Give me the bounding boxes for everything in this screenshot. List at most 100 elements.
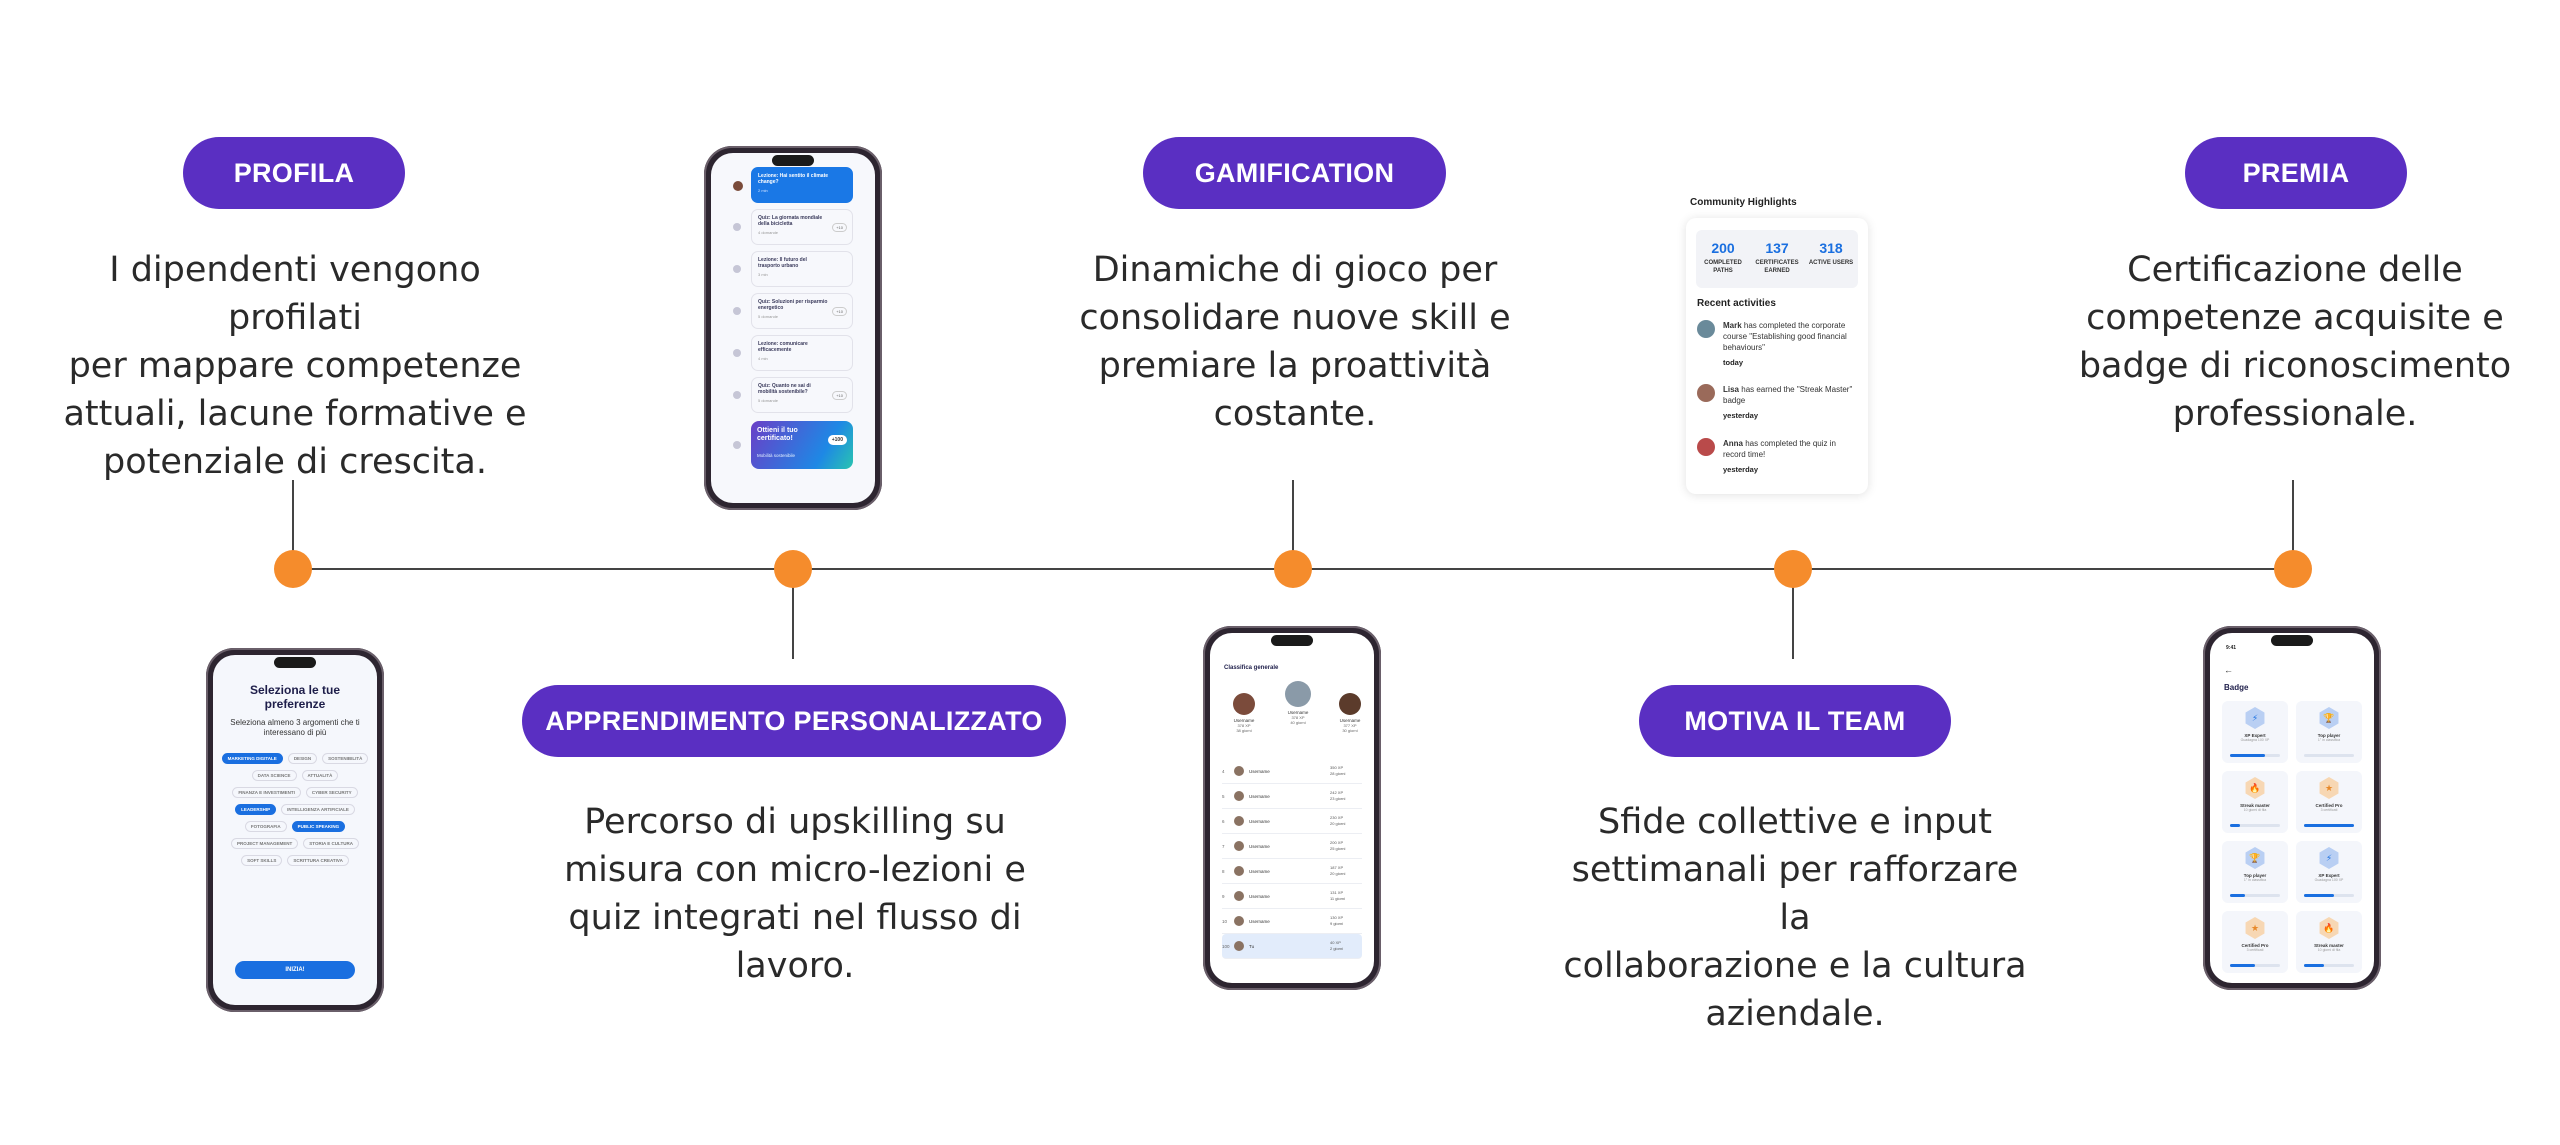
preferences-subtitle: Seleziona almeno 3 argomenti che ti inte… (230, 718, 360, 737)
preference-chip[interactable]: SOFT SKILLS (241, 855, 283, 866)
step-premia-label: PREMIA (2185, 137, 2407, 209)
podium-days: 30 giorni (1342, 728, 1358, 733)
lesson-title: Quiz: Quanto ne sai di mobilità sostenib… (758, 383, 811, 395)
preference-chip[interactable]: LEADERSHIP (235, 804, 277, 815)
preference-chip[interactable]: DESIGN (287, 753, 318, 764)
start-button[interactable]: INIZIA! (235, 961, 355, 979)
row-username: Username (1249, 918, 1270, 924)
lesson-item[interactable]: Lezione: Hai sentito il climate change?2… (751, 167, 853, 203)
podium-days: 40 giorni (1290, 720, 1306, 725)
preference-chip[interactable]: INTELLIGENZA ARTIFICIALE (281, 804, 355, 815)
preference-chip[interactable]: FINANZA E INVESTIMENTI (232, 787, 301, 798)
row-username: Username (1249, 893, 1270, 899)
preferences-chips: MARKETING DIGITALE DESIGN SOSTENIBILITÀ DAT… (221, 753, 369, 866)
lesson-title: Lezione: Hai sentito il climate change? (758, 173, 829, 185)
preference-chip[interactable]: SCRITTURA CREATIVA (287, 855, 349, 866)
preference-chip[interactable]: PROJECT MANAGEMENT (231, 838, 299, 849)
badges-title: Badge (2224, 683, 2249, 692)
avatar (1234, 791, 1244, 801)
preferences-screen: Seleziona le tue preferenze Seleziona al… (213, 655, 377, 1005)
badge-progress (2230, 824, 2280, 827)
timeline-dot-gamification (1274, 550, 1312, 588)
badge-progress (2230, 754, 2280, 757)
lesson-item[interactable]: Quiz: La giornata mondiale della bicicle… (751, 209, 853, 245)
timeline-dot-profila (274, 550, 312, 588)
lesson-meta: 4 domande (758, 230, 779, 235)
badge-name: Streak master (2240, 803, 2270, 808)
certificate-card[interactable]: Ottieni il tuo certificato! Mobilità sos… (751, 421, 853, 469)
preference-chip[interactable]: MARKETING DIGITALE (221, 753, 283, 764)
lesson-item[interactable]: Quiz: Soluzioni per risparmio energetico… (751, 293, 853, 329)
community-title: Community Highlights (1690, 197, 1797, 208)
badge-subtitle: 10 giorni di fila (2243, 808, 2267, 812)
preference-chip[interactable]: DATA SCIENCE (251, 770, 297, 781)
connector-profila (292, 480, 294, 569)
row-username: Tu (1249, 943, 1255, 949)
badge-hex-icon: 🏆 (2245, 847, 2265, 869)
lesson-xp-tag: +10 (832, 391, 847, 400)
row-rank: 100 (1222, 943, 1230, 949)
preference-chip[interactable]: ATTUALITÀ (301, 770, 339, 781)
lesson-xp-tag: +10 (832, 307, 847, 316)
badge-name: XP Expert (2318, 873, 2340, 878)
badge-subtitle: 1° in classifica (2317, 738, 2341, 742)
path-node (733, 391, 741, 399)
badge-progress (2304, 964, 2354, 967)
timeline-dot-motiva (1774, 550, 1812, 588)
preference-chip[interactable]: SOSTENIBILITÀ (322, 753, 369, 764)
step-profila-label: PROFILA (183, 137, 405, 209)
phone-notch (274, 657, 316, 668)
activity-item: Mark has completed the corporate course … (1697, 320, 1860, 367)
badge-subtitle: Guadagna 100 XP (2240, 738, 2270, 742)
row-username: Username (1249, 818, 1270, 824)
lesson-xp-tag: +10 (832, 223, 847, 232)
lesson-title: Lezione: comunicare efficacemente (758, 341, 808, 353)
badge-hex-icon: 🏆 (2319, 707, 2339, 729)
activity-time: yesterday (1723, 411, 1759, 420)
path-node (733, 307, 741, 315)
badge-hex-icon: 🔥 (2319, 917, 2339, 939)
preference-chip[interactable]: PUBLIC SPEAKING (291, 821, 346, 832)
path-node (733, 349, 741, 357)
avatar (1697, 384, 1715, 402)
certificate-title: Ottieni il tuo certificato! (757, 427, 798, 442)
connector-gamification (1292, 480, 1294, 569)
leaderboard-podium: Username 378 XP 38 giorni Username 378 X… (1220, 681, 1364, 761)
lesson-item[interactable]: Quiz: Quanto ne sai di mobilità sostenib… (751, 377, 853, 413)
badge-name: Certified Pro (2241, 943, 2269, 948)
lesson-title: Quiz: Soluzioni per risparmio energetico (758, 299, 828, 311)
timeline-dot-premia (2274, 550, 2312, 588)
avatar (1234, 941, 1244, 951)
phone-notch (1271, 635, 1313, 646)
preference-chip[interactable]: STORIA E CULTURA (303, 838, 359, 849)
lesson-title: Lezione: Il futuro del trasporto urbano (758, 257, 807, 269)
back-arrow-icon[interactable]: ← (2224, 665, 2233, 675)
lessons-screen: Ottieni il tuo certificato! Mobilità sos… (711, 153, 875, 503)
activity-item: Lisa has earned the "Streak Master" badg… (1697, 384, 1860, 420)
row-username: Username (1249, 793, 1270, 799)
preference-chip[interactable]: FOTOGRAFIA (244, 821, 287, 832)
preference-chip[interactable]: CYBER SECURITY (305, 787, 358, 798)
path-node (733, 181, 743, 191)
